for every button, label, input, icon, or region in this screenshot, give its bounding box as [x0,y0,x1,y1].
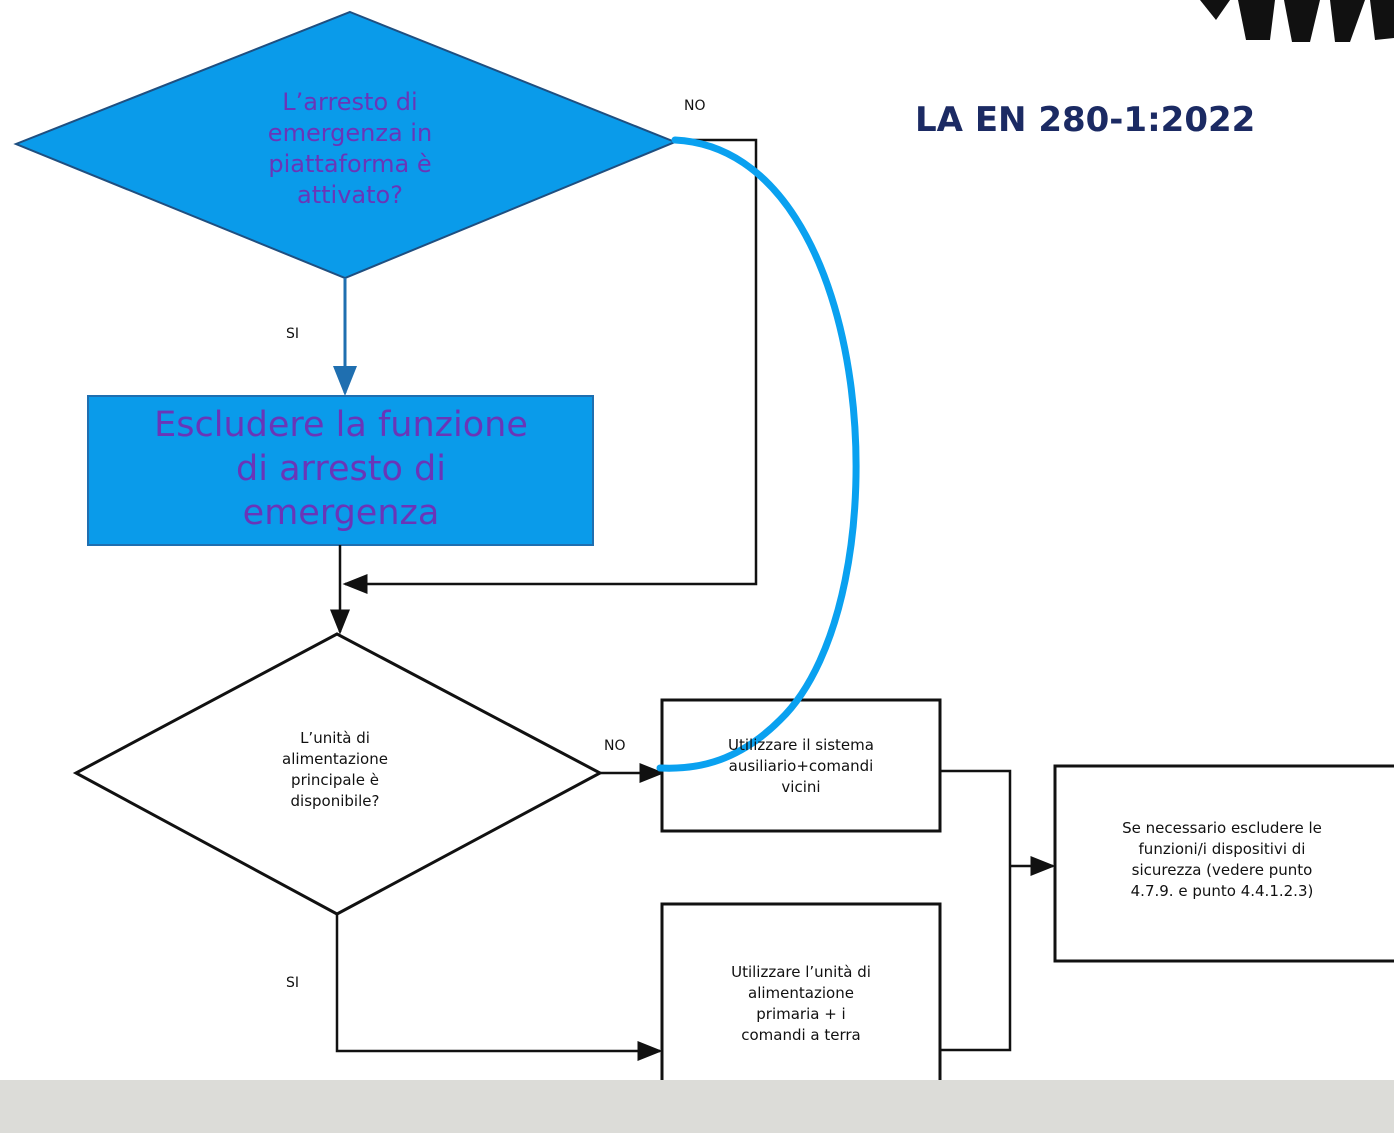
text-line: Escludere la funzione [154,405,528,445]
connector-auxiliary-join [940,769,1012,1052]
box-exclude-emergency-stop [87,395,594,546]
box-primary-power-unit-text: Utilizzare l’unità di alimentazione prim… [665,914,937,1094]
text-line: Utilizzare l’unità di [731,963,871,981]
text-line: disponibile? [290,792,380,810]
decision-platform-emergency-stop-text: L’arresto di emergenza in piattaforma è … [235,74,465,224]
box-auxiliary-system-text: Utilizzare il sistema ausiliario+comandi… [665,705,937,827]
text-line: di arresto di [236,449,446,489]
connector-no-top [342,138,758,594]
text-line: funzioni/i dispositivi di [1138,840,1306,858]
text-line: vicini [781,777,821,796]
box-primary-power-unit [660,902,942,1106]
text-line: comandi a terra [741,1026,861,1044]
footer-bar [0,1080,1394,1133]
text-line: emergenza [242,493,440,533]
text-line: alimentazione [748,984,854,1002]
label-si-top: SI [286,326,300,342]
box-safety-devices [1053,764,1394,963]
text-line: ausiliario+comandi [728,756,874,775]
label-si-bottom: SI [286,975,300,991]
text-line: sicurezza (vedere punto [1131,861,1313,879]
text-line: primaria + i [756,1005,846,1023]
highlight-curve [656,136,860,772]
text-line: L’arresto di [282,88,418,116]
box-exclude-emergency-stop-text: Escludere la funzione di arresto di emer… [92,398,590,540]
text-line: 4.7.9. e punto 4.4.1.2.3) [1130,882,1314,900]
page-title: LA EN 280-1:2022 [915,100,1256,140]
text-line: Se necessario escludere le [1122,819,1322,837]
text-line: Utilizzare il sistema [728,735,874,754]
box-safety-devices-text: Se necessario escludere le funzioni/i di… [1057,770,1387,950]
text-line: attivato? [297,181,403,209]
text-line: alimentazione [282,750,388,768]
decision-main-power-unit-text: L’unità di alimentazione principale è di… [230,700,440,840]
brand-logo [1160,0,1394,42]
label-no-top: NO [684,98,706,114]
text-line: principale è [291,771,379,789]
logo-graphic [1200,0,1394,42]
connector-si-bottom [335,914,663,1061]
label-no-bottom: NO [604,738,626,754]
text-line: emergenza in [267,119,433,147]
text-line: piattaforma è [268,150,432,178]
text-line: L’unità di [300,729,370,747]
